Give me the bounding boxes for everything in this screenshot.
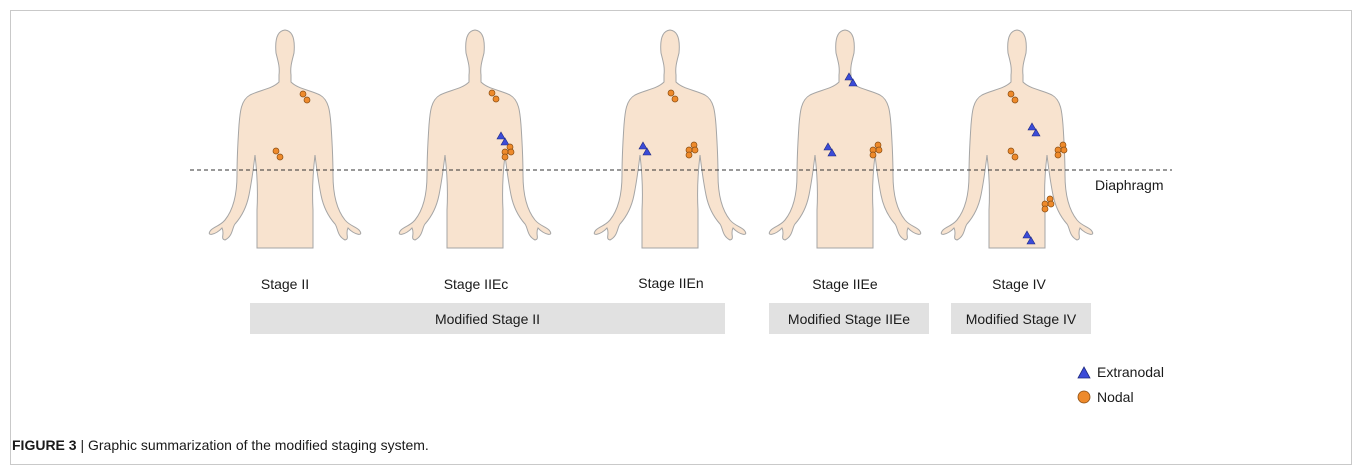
nodal-marker bbox=[273, 148, 279, 154]
nodal-marker bbox=[493, 96, 499, 102]
nodal-marker bbox=[300, 91, 306, 97]
caption-separator: | bbox=[77, 437, 88, 453]
nodal-marker bbox=[1055, 152, 1061, 158]
extranodal-triangle-icon bbox=[1077, 366, 1091, 379]
body-figure-1 bbox=[209, 30, 360, 248]
nodal-marker bbox=[1042, 206, 1048, 212]
nodal-marker bbox=[1012, 97, 1018, 103]
nodal-marker bbox=[686, 152, 692, 158]
nodal-marker bbox=[277, 154, 283, 160]
nodal-marker bbox=[1008, 91, 1014, 97]
nodal-marker bbox=[1008, 148, 1014, 154]
body-figure-5 bbox=[941, 30, 1092, 248]
legend-extranodal-label: Extranodal bbox=[1097, 364, 1164, 380]
nodal-marker bbox=[489, 90, 495, 96]
modified-stage-ii-box: Modified Stage II bbox=[250, 303, 725, 334]
modified-stage-iiee-box: Modified Stage IIEe bbox=[769, 303, 929, 334]
stage-label-iiee: Stage IIEe bbox=[765, 276, 925, 292]
nodal-marker bbox=[304, 97, 310, 103]
nodal-marker bbox=[502, 154, 508, 160]
legend-nodal-label: Nodal bbox=[1097, 389, 1134, 405]
caption-text: Graphic summarization of the modified st… bbox=[88, 437, 429, 453]
legend-extranodal: Extranodal bbox=[1077, 364, 1164, 380]
nodal-marker bbox=[876, 147, 882, 153]
stage-label-iiec: Stage IIEc bbox=[396, 276, 556, 292]
nodal-circle-icon bbox=[1077, 390, 1091, 404]
body-figure-4 bbox=[769, 30, 920, 248]
nodal-marker bbox=[692, 147, 698, 153]
nodal-marker bbox=[1061, 147, 1067, 153]
stage-label-iv: Stage IV bbox=[939, 276, 1099, 292]
nodal-marker bbox=[1048, 201, 1054, 207]
stage-label-iien: Stage IIEn bbox=[591, 275, 751, 291]
body-figures bbox=[209, 30, 1092, 248]
body-figure-2 bbox=[399, 30, 550, 248]
nodal-marker bbox=[1012, 154, 1018, 160]
diaphragm-label: Diaphragm bbox=[1095, 177, 1163, 193]
modified-stage-iv-box: Modified Stage IV bbox=[951, 303, 1091, 334]
nodal-marker bbox=[508, 149, 514, 155]
body-figure-3 bbox=[594, 30, 745, 248]
stage-label-ii: Stage II bbox=[205, 276, 365, 292]
nodal-marker bbox=[668, 90, 674, 96]
legend-nodal: Nodal bbox=[1077, 389, 1134, 405]
figure-caption: FIGURE 3 | Graphic summarization of the … bbox=[12, 437, 429, 453]
nodal-marker bbox=[870, 152, 876, 158]
nodal-marker bbox=[672, 96, 678, 102]
caption-label: FIGURE 3 bbox=[12, 437, 77, 453]
